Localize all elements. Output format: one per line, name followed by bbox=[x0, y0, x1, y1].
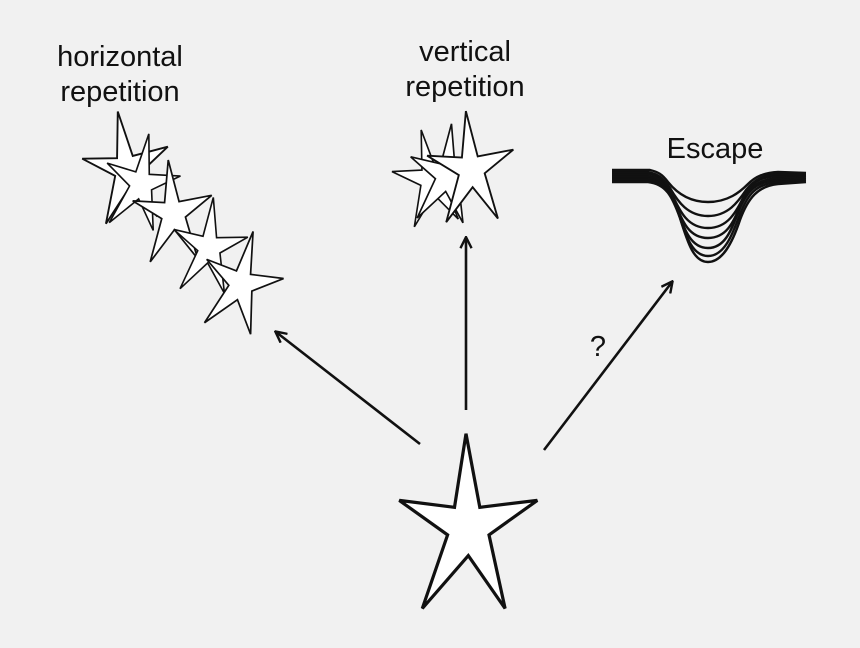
label-question-text: ? bbox=[589, 331, 607, 363]
starfish-vertical-repetition-icon bbox=[384, 107, 519, 230]
label-vertical-line2: repetition bbox=[405, 71, 525, 103]
label-escape-text: Escape bbox=[666, 133, 764, 165]
label-horizontal-line2: repetition bbox=[60, 76, 180, 108]
escape-trough-icon bbox=[612, 168, 807, 264]
arrow-to-escape bbox=[542, 282, 672, 451]
starfish-icon bbox=[397, 432, 539, 611]
arrow-to-horizontal bbox=[276, 332, 421, 446]
starfish-horizontal-repetition-icon bbox=[75, 104, 294, 340]
label-question-mark: ? bbox=[578, 330, 618, 365]
label-escape: Escape bbox=[650, 132, 780, 167]
label-vertical-repetition: vertical repetition bbox=[385, 35, 545, 105]
label-horizontal-repetition: horizontal repetition bbox=[40, 40, 200, 110]
label-horizontal-line1: horizontal bbox=[57, 41, 183, 73]
label-vertical-line1: vertical bbox=[419, 36, 511, 68]
